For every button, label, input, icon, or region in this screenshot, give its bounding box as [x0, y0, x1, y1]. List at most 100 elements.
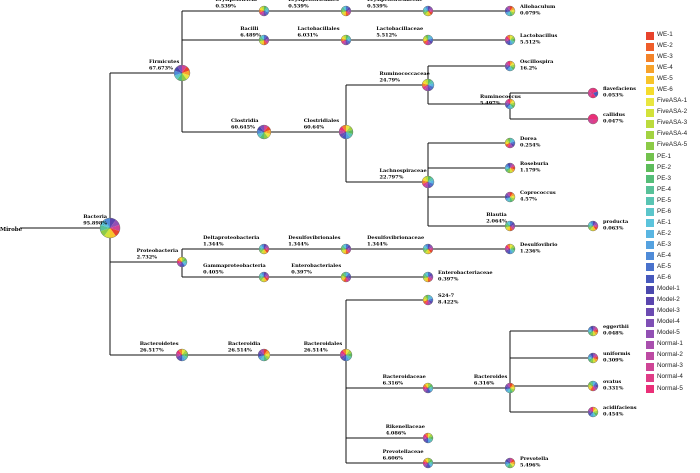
pie-node-lactobacillaceae[interactable]	[422, 34, 434, 46]
pie-node-blautia[interactable]	[504, 220, 516, 232]
pie-node-bacteroidetes[interactable]	[175, 348, 189, 362]
pie-node-prevotellaceae[interactable]	[422, 457, 434, 469]
pie-slice	[424, 85, 428, 91]
pie-node-s24-7[interactable]	[422, 294, 434, 306]
pie-outline	[504, 162, 516, 174]
legend-item: AE-4	[646, 251, 700, 262]
node-pct-firmicutes: 67.673%	[149, 66, 173, 72]
node-label-bacteroidetes: Bacteroidetes	[140, 341, 179, 347]
pie-node-desulfovibrionales[interactable]	[340, 243, 352, 255]
pie-slice	[264, 129, 271, 135]
node-label-bacilli: Bacilli	[240, 26, 258, 32]
pie-node-erysipelotrichi[interactable]	[258, 5, 270, 17]
pie-node-lactobacillales[interactable]	[340, 34, 352, 46]
pie-node-bacteroidales[interactable]	[339, 348, 353, 362]
pie-node-clostridiales[interactable]	[338, 124, 354, 140]
pie-slice	[425, 272, 428, 277]
pie-node-uniformis[interactable]	[587, 352, 599, 364]
legend-label: PE-1	[657, 152, 671, 160]
pie-slice	[428, 277, 431, 282]
pie-slice	[341, 275, 346, 279]
pie-node-enterobacteriales[interactable]	[340, 271, 352, 283]
pie-node-erysipelotrichaceae[interactable]	[422, 5, 434, 17]
pie-node-erysipelotrichales[interactable]	[340, 5, 352, 17]
pie-slice	[428, 458, 431, 463]
pie-slice	[588, 331, 593, 336]
pie-slice	[588, 381, 593, 386]
pie-node-deltaproteobacteria[interactable]	[258, 243, 270, 255]
pie-outline	[258, 271, 270, 283]
pie-node-prevotella[interactable]	[504, 457, 516, 469]
legend-item: AE-3	[646, 240, 700, 251]
pie-node-desulfovibrio[interactable]	[504, 243, 516, 255]
pie-slice	[505, 11, 510, 16]
legend-swatch	[646, 153, 654, 162]
node-pct-bacteroidaceae: 6.316%	[383, 381, 404, 387]
pie-slice	[264, 355, 270, 360]
pie-slice	[341, 6, 346, 11]
legend-swatch	[646, 362, 654, 371]
legend-label: AE-6	[657, 274, 671, 282]
pie-slice	[505, 9, 510, 13]
pie-node-ovatus[interactable]	[587, 380, 599, 392]
pie-node-desulfovibrionaceae[interactable]	[422, 243, 434, 255]
pie-slice	[343, 35, 346, 40]
pie-slice	[428, 180, 434, 184]
node-pct-allobaculum: 0.079%	[520, 11, 541, 17]
pie-node-proteobacteria[interactable]	[176, 256, 188, 268]
pie-slice	[510, 247, 515, 251]
pie-slice	[422, 182, 428, 187]
node-label-enterobacteriales: Enterobacteriales	[291, 263, 341, 269]
pie-slice	[425, 11, 428, 16]
pie-node-clostridia[interactable]	[256, 124, 272, 140]
pie-slice	[593, 221, 598, 226]
legend-label: FiveASA-4	[657, 130, 688, 138]
pie-slice	[423, 300, 428, 305]
pie-slice	[422, 85, 428, 90]
pie-slice	[346, 244, 351, 249]
pie-node-enterobacteriaceae[interactable]	[422, 271, 434, 283]
pie-node-bacteroidia[interactable]	[257, 348, 271, 362]
pie-node-producta[interactable]	[587, 220, 599, 232]
pie-node-acidifaciens[interactable]	[587, 406, 599, 418]
pie-node-gammaproteobacteria[interactable]	[258, 271, 270, 283]
pie-node-callidus[interactable]	[587, 113, 599, 125]
pie-node-bacilli[interactable]	[258, 34, 270, 46]
pie-node-dorea[interactable]	[504, 137, 516, 149]
pie-slice	[261, 6, 264, 11]
legend-item: PE-2	[646, 163, 700, 174]
pie-node-bacteroidaceae[interactable]	[422, 382, 434, 394]
pie-node-oscillospira[interactable]	[504, 60, 516, 72]
pie-node-bacteroides[interactable]	[504, 382, 516, 394]
pie-slice	[174, 70, 182, 76]
pie-slice	[425, 295, 428, 300]
pie-node-coprococcus[interactable]	[504, 191, 516, 203]
legend-item: PE-4	[646, 185, 700, 196]
node-label-prevotella: Prevotella	[520, 456, 549, 462]
pie-node-ruminococcaceae[interactable]	[421, 78, 435, 92]
pie-node-ruminococcus[interactable]	[504, 98, 516, 110]
pie-node-firmicutes[interactable]	[173, 64, 191, 82]
pie-node-rikenellaceae[interactable]	[422, 432, 434, 444]
pie-slice	[423, 244, 428, 249]
pie-slice	[505, 163, 510, 168]
pie-slice	[588, 91, 593, 98]
legend-label: AE-4	[657, 251, 671, 259]
pie-slice	[428, 383, 433, 388]
pie-slice	[505, 244, 510, 249]
legend-swatch	[646, 241, 654, 250]
pie-node-eggerthii[interactable]	[587, 325, 599, 337]
pie-node-lachnospiraceae[interactable]	[421, 175, 435, 189]
pie-slice	[341, 277, 346, 282]
node-label-erysipelotrichi: Erysipelotrichi	[216, 0, 257, 3]
node-pct-roseburia: 1.179%	[520, 168, 541, 174]
pie-outline	[422, 34, 434, 46]
pie-node-roseburia[interactable]	[504, 162, 516, 174]
pie-slice	[593, 221, 596, 226]
pie-node-flavefaciens[interactable]	[587, 87, 599, 99]
pie-slice	[346, 40, 349, 45]
pie-node-bacteria[interactable]	[99, 217, 121, 239]
pie-outline	[587, 352, 599, 364]
pie-node-allobaculum[interactable]	[504, 5, 516, 17]
pie-node-lactobacillus[interactable]	[504, 34, 516, 46]
